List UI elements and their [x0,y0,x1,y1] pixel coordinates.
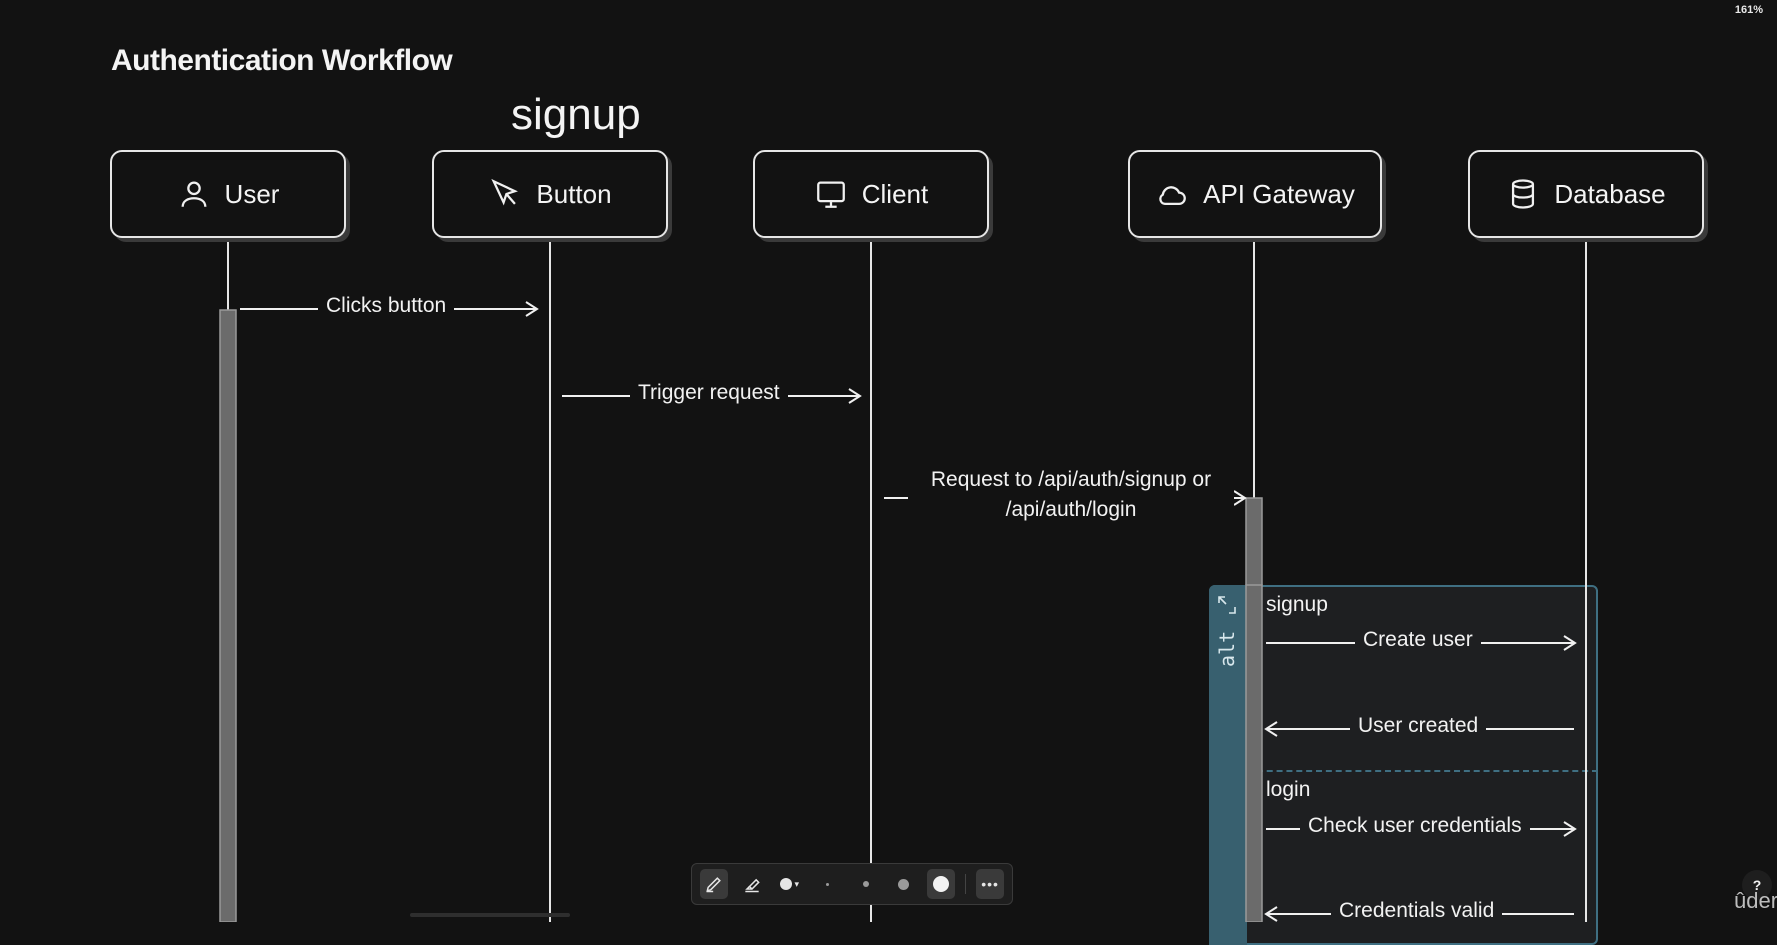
message-check-credentials[interactable]: Check user credentials [1300,814,1530,838]
expand-icon[interactable] [1215,593,1239,617]
color-swatch-icon [780,878,793,890]
participant-label: Client [861,178,929,209]
message-clicks-button[interactable]: Clicks button [318,294,455,318]
participant-user[interactable]: User [110,150,346,238]
message-trigger-request[interactable]: Trigger request [630,381,788,405]
zoom-level: 161% [1734,4,1763,16]
activation-bar-user [219,309,237,922]
stroke-size-xs[interactable] [814,869,842,899]
participant-database[interactable]: Database [1468,150,1704,238]
dot-icon [933,876,950,892]
participant-client[interactable]: Client [753,150,989,238]
handwritten-annotation: signup [511,90,641,139]
participant-label: Database [1554,178,1666,209]
monitor-icon [814,177,848,211]
highlighter-icon [745,878,760,893]
pen-icon [706,877,721,893]
horizontal-scrollbar[interactable] [410,913,570,917]
alt-section-signup: signup [1266,593,1328,616]
stroke-size-m[interactable] [889,869,917,899]
alt-section-login: login [1266,778,1311,801]
participant-label: API Gateway [1203,178,1355,209]
dot-icon [862,881,869,887]
participant-label: Button [536,178,612,209]
more-options[interactable]: ••• [976,869,1005,899]
stroke-size-s[interactable] [852,869,880,899]
participant-label: User [224,178,280,209]
message-credentials-valid[interactable]: Credentials valid [1331,899,1503,923]
arrowhead-request-api [1233,490,1247,506]
pen-tool[interactable] [700,869,728,899]
drawing-toolbar: ▾ ••• [691,863,1013,905]
user-icon [177,177,211,211]
message-create-user[interactable]: Create user [1355,628,1481,652]
arrowhead-trigger-request [848,388,862,404]
stroke-size-l[interactable] [927,869,956,899]
cloud-icon [1155,177,1189,211]
color-picker[interactable]: ▾ [776,869,804,899]
dot-icon [826,882,830,886]
message-request-api[interactable]: Request to /api/auth/signup or /api/auth… [908,465,1234,525]
dot-icon [897,878,909,890]
more-icon: ••• [981,876,999,892]
alt-fragment-tab [1209,585,1247,945]
database-icon [1506,177,1540,211]
message-user-created[interactable]: User created [1350,714,1487,738]
diagram-title: Authentication Workflow [111,44,453,77]
participant-api-gateway[interactable]: API Gateway [1128,150,1382,238]
alt-divider [1247,770,1598,772]
participant-button[interactable]: Button [432,150,668,238]
highlighter-tool[interactable] [738,869,766,899]
toolbar-separator [965,874,967,894]
help-button[interactable]: ? [1742,870,1772,900]
corner-watermark: ûder [1734,888,1777,913]
cursor-icon [488,177,522,211]
arrowhead-clicks-button [525,301,539,317]
alt-label: alt [1215,630,1239,667]
chevron-down-icon: ▾ [794,878,799,889]
